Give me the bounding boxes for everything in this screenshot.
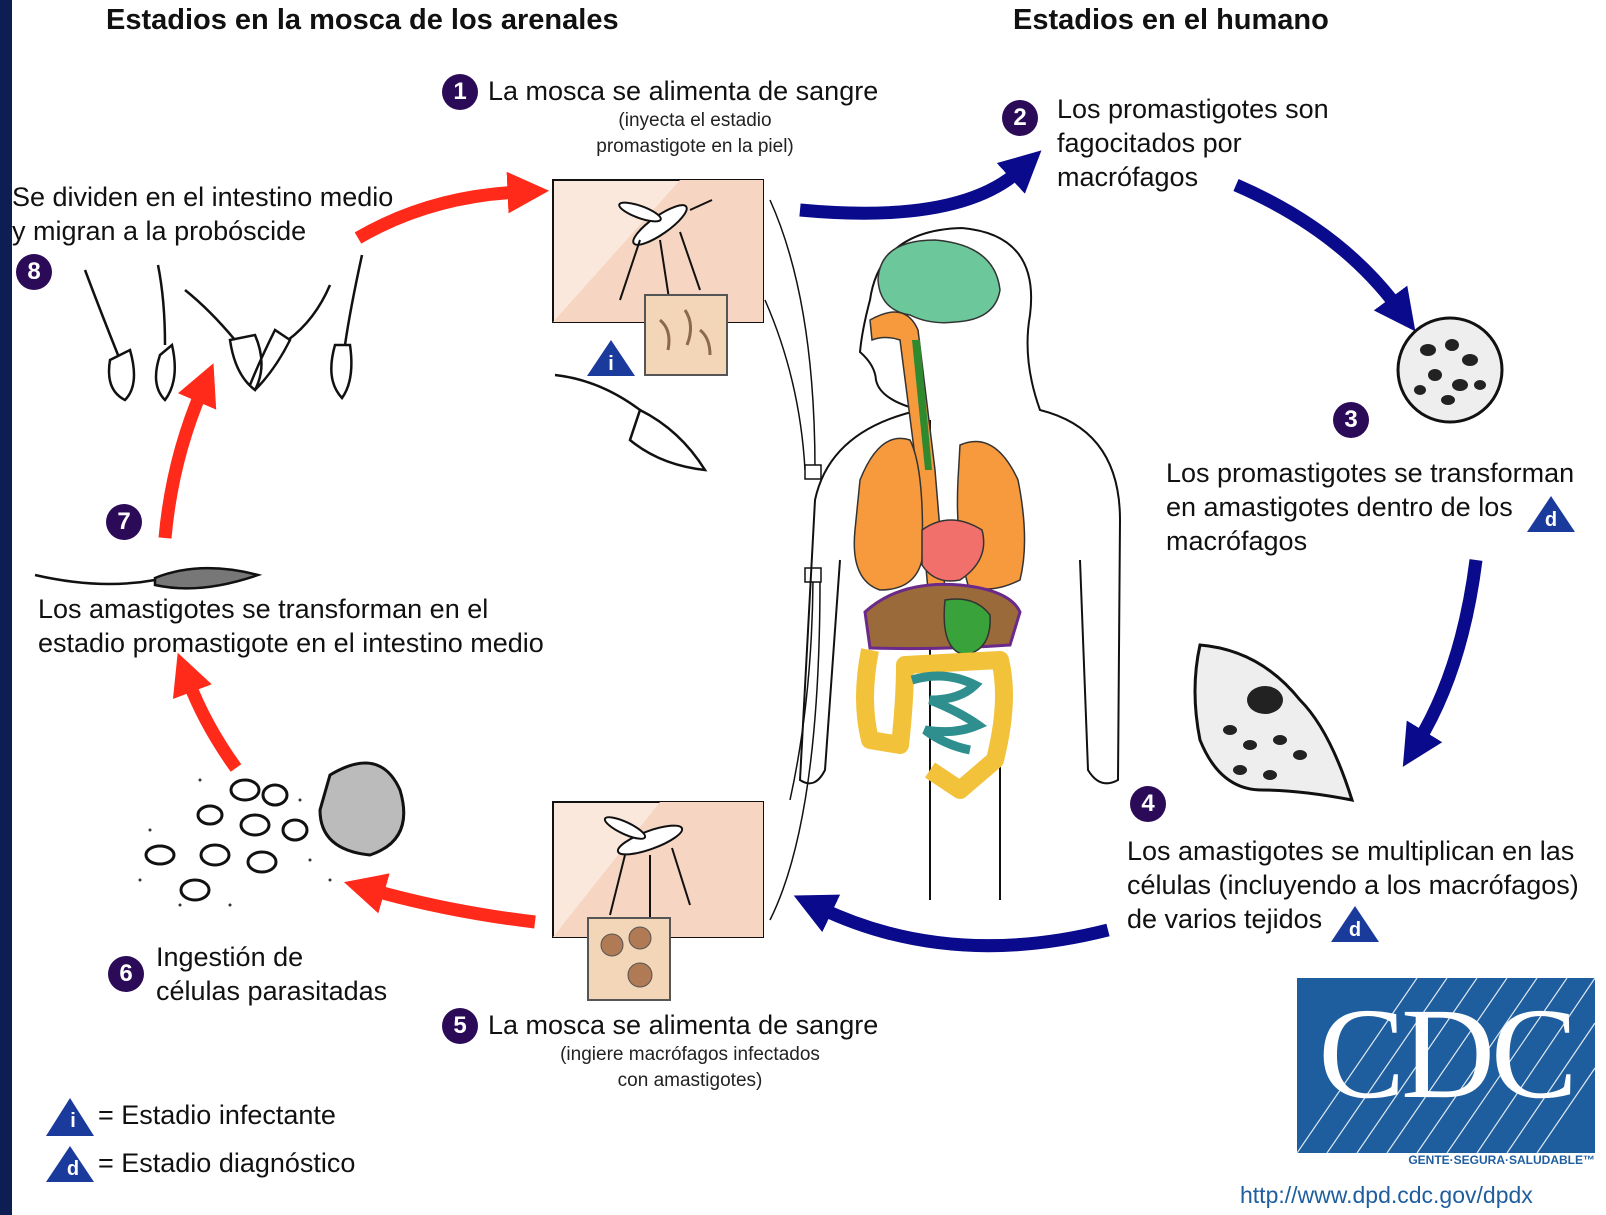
step-6-line: células parasitadas xyxy=(156,976,388,1006)
edge-strip xyxy=(0,0,12,1215)
promastigote-stage-7 xyxy=(34,566,263,590)
warning-triangle-icon xyxy=(1331,906,1379,942)
small-intestine xyxy=(910,671,988,755)
warning-triangle-icon xyxy=(587,340,635,376)
step-1-detail-line: (inyecta el estadio xyxy=(618,110,772,131)
step-8-badge: 8 xyxy=(16,254,52,290)
step-8-line: Se dividen en el intestino medio xyxy=(12,182,394,212)
brain xyxy=(877,239,1001,324)
step-8-line: y migran a la probóscide xyxy=(12,216,307,246)
arrow-1-to-2 xyxy=(799,150,1042,220)
parasitized-cells-stage-6 xyxy=(138,761,406,907)
step-5-title: La mosca se alimenta de sangre xyxy=(488,1010,879,1040)
promastigote-injected xyxy=(554,373,708,472)
step-5-detail: (ingiere macrófagos infectados con amast… xyxy=(540,1042,840,1094)
legend-infective: = Estadio infectante xyxy=(98,1100,336,1130)
step-2-text: Los promastigotes son fagocitados por ma… xyxy=(1057,92,1329,194)
logo-stripes xyxy=(1297,978,1595,1153)
left-lung xyxy=(853,437,924,591)
arrow-7-to-8 xyxy=(158,363,217,539)
step-4-badge: 4 xyxy=(1130,786,1166,822)
marker-letter: d xyxy=(1348,919,1362,941)
legend-marker-letter: i xyxy=(70,1110,76,1132)
step-1-detail-line: promastigote en la piel) xyxy=(596,136,794,157)
arrow-8-to-1 xyxy=(354,171,550,244)
step-7-line: Los amastigotes se transforman en el xyxy=(38,594,489,624)
step-5-detail-line: (ingiere macrófagos infectados xyxy=(560,1044,820,1065)
step-2-line: macrófagos xyxy=(1057,162,1199,192)
step-4-line: Los amastigotes se multiplican en las xyxy=(1127,836,1575,866)
human-cycle-arrows xyxy=(793,150,1483,953)
logo-tagline: GENTE·SEGURA·SALUDABLE™ xyxy=(1408,1153,1595,1167)
liver-band xyxy=(863,582,1022,651)
step-2-line: fagocitados por xyxy=(1057,128,1242,158)
step-2-line: Los promastigotes son xyxy=(1057,94,1329,124)
legend-marker-letter: d xyxy=(66,1158,80,1180)
arrow-4-to-5 xyxy=(793,894,1110,953)
step-7-line: estadio promastigote en el intestino med… xyxy=(38,628,544,658)
warning-triangle-icon xyxy=(1527,496,1575,532)
colon xyxy=(856,648,1013,799)
step-4-line: células (incluyendo a los macrófagos) xyxy=(1127,870,1579,900)
step-1-title: La mosca se alimenta de sangre xyxy=(488,76,879,106)
arrow-3-to-4 xyxy=(1402,559,1483,767)
sandfly-cycle-arrows xyxy=(158,171,550,929)
step-6-text: Ingestión de células parasitadas xyxy=(156,940,387,1008)
step-5-badge: 5 xyxy=(442,1008,478,1044)
step-7-badge: 7 xyxy=(106,504,142,540)
arrow-6-to-7 xyxy=(172,652,242,772)
sandfly-drawing-5 xyxy=(603,816,691,920)
cdc-logo: CDC xyxy=(1297,978,1595,1153)
arrow-5-to-6 xyxy=(343,873,536,929)
step-1-detail: (inyecta el estadio promastigote en la p… xyxy=(560,108,830,160)
source-url[interactable]: http://www.dpd.cdc.gov/dpdx xyxy=(1240,1182,1533,1208)
trachea xyxy=(912,340,932,470)
logo-text: CDC xyxy=(1318,982,1577,1126)
feeding-panel-1 xyxy=(552,179,764,376)
step-2-badge: 2 xyxy=(1002,100,1038,136)
diagnostic-stage-marker: d xyxy=(1526,494,1576,534)
step-7-text: Los amastigotes se transforman en el est… xyxy=(38,592,544,660)
step-6-line: Ingestión de xyxy=(156,942,304,972)
step-3-line: en amastigotes dentro de los xyxy=(1166,492,1513,522)
infective-stage-marker: i xyxy=(586,338,636,378)
legend-triangles xyxy=(46,1098,94,1182)
step-3-line: macrófagos xyxy=(1166,526,1308,556)
human-figure xyxy=(798,227,1122,900)
step-4-line: de varios tejidos xyxy=(1127,904,1323,934)
macrophage-stage-3 xyxy=(1396,316,1504,424)
heart xyxy=(921,519,985,582)
feeding-panel-5 xyxy=(552,801,764,1001)
infected-cell-stage-4 xyxy=(1193,643,1355,802)
promastigotes-stage-8 xyxy=(83,254,364,402)
marker-letter: d xyxy=(1544,509,1558,531)
step-4-text: Los amastigotes se multiplican en las cé… xyxy=(1127,834,1579,936)
step-3-line: Los promastigotes se transforman xyxy=(1166,458,1575,488)
step-1-badge: 1 xyxy=(442,74,478,110)
step-8-text: Se dividen en el intestino medio y migra… xyxy=(12,180,393,248)
stomach xyxy=(943,598,991,656)
diagnostic-stage-marker: d xyxy=(1330,904,1380,944)
heading-human-stages: Estadios en el humano xyxy=(1013,4,1329,36)
step-3-badge: 3 xyxy=(1333,402,1369,438)
step-5-detail-line: con amastigotes) xyxy=(617,1070,763,1091)
step-6-badge: 6 xyxy=(108,956,144,992)
arrow-2-to-3 xyxy=(1233,179,1416,332)
legend-diagnostic: = Estadio diagnóstico xyxy=(98,1148,356,1178)
marker-letter: i xyxy=(608,353,614,375)
step-3-text: Los promastigotes se transforman en amas… xyxy=(1166,456,1574,558)
heading-sandfly-stages: Estadios en la mosca de los arenales xyxy=(106,4,619,36)
connector-lines xyxy=(764,199,822,921)
